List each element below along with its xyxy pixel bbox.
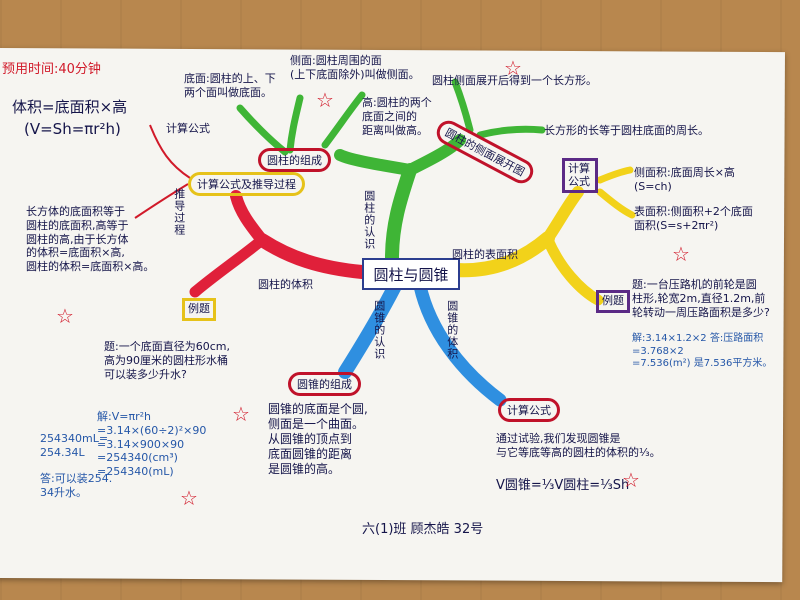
surface-calc-box: 计算公式 xyxy=(562,158,598,194)
cylinder-volume-formula-symbolic: (V=Sh=πr²h) xyxy=(24,120,121,138)
branch-green-t1 xyxy=(236,104,289,156)
star-icon: ☆ xyxy=(180,486,198,510)
central-topic: 圆柱与圆锥 xyxy=(362,258,460,290)
example-solution-right: 解:3.14×1.2×2 答:压路面积 =3.768×2 =7.536(m²) … xyxy=(632,333,773,369)
branch-yellow-down xyxy=(542,234,604,306)
cylinder-recognition-vertical: 圆柱的认识 xyxy=(362,190,376,250)
base-definition: 底面:圆柱的上、下 两个面叫做底面。 xyxy=(184,72,276,99)
branch-red-up xyxy=(230,190,268,246)
height-definition: 高:圆柱的两个 底面之间的 距离叫做高。 xyxy=(362,96,432,137)
branch-green-main xyxy=(385,163,417,265)
example-box-left: 例题 xyxy=(182,298,216,321)
calc-formula-label: 计算公式 xyxy=(166,122,210,135)
branch-green-t3 xyxy=(321,91,366,149)
star-icon: ☆ xyxy=(504,56,522,80)
branch-green-t5 xyxy=(476,125,546,139)
branch-green-left xyxy=(334,149,416,176)
branch-red-main xyxy=(255,233,369,279)
example-question-left: 题:一个底面直径为60cm, 高为90厘米的圆柱形水桶 可以装多少升水? xyxy=(104,340,230,381)
example-solution-left: 解:V=πr²h =3.14×(60÷2)²×90 =3.14×900×90 =… xyxy=(97,410,207,478)
branch-red-derive xyxy=(134,183,189,219)
derivation-vertical-label: 推导过程 xyxy=(172,188,186,236)
cylinder-volume-formula: 体积=底面积×高 xyxy=(12,98,128,116)
cylinder-volume-branch-label: 圆柱的体积 xyxy=(258,278,313,291)
branch-green-right xyxy=(404,134,466,176)
cone-volume-vertical: 圆锥的体积 xyxy=(445,300,459,360)
example-question-right: 题:一台压路机的前轮是圆 柱形,轮宽2m,直径1.2m,前 轮转动一周压路面积是… xyxy=(632,278,770,319)
branch-yellow-a xyxy=(596,166,634,184)
branch-red-calc xyxy=(149,124,191,179)
lateral-area-formula: 侧面积:底面周长×高 (S=ch) xyxy=(634,166,735,193)
branch-blue-right xyxy=(413,279,507,407)
header-time: 预用时间:40分钟 xyxy=(2,62,101,77)
cone-calc-box: 计算公式 xyxy=(498,398,560,422)
unfold-definition: 圆柱侧面展开后得到一个长方形。 xyxy=(432,74,597,87)
student-signature: 六(1)班 顾杰皓 32号 xyxy=(362,522,484,537)
cone-recognition-vertical: 圆锥的认识 xyxy=(372,300,386,360)
cone-volume-formula: V圆锥=⅓V圆柱=⅓Sh xyxy=(496,478,630,493)
cone-composition-box: 圆锥的组成 xyxy=(288,372,361,396)
branch-blue-main xyxy=(338,279,402,379)
star-icon: ☆ xyxy=(56,304,74,328)
star-icon: ☆ xyxy=(316,88,334,112)
derivation-box: 计算公式及推导过程 xyxy=(188,172,305,196)
branch-green-t4 xyxy=(451,78,474,134)
surface-area-branch-label: 圆柱的表面积 xyxy=(452,248,518,261)
branch-red-down xyxy=(189,234,268,298)
branch-yellow-b xyxy=(596,188,636,219)
rectangle-length-definition: 长方形的长等于圆柱底面的周长。 xyxy=(544,124,709,137)
branch-green-t2 xyxy=(286,94,304,154)
answer-left: 答:可以装254. 34升水。 xyxy=(40,472,113,499)
branch-yellow-main xyxy=(449,231,555,278)
star-icon: ☆ xyxy=(232,402,250,426)
star-icon: ☆ xyxy=(672,242,690,266)
star-icon: ☆ xyxy=(622,468,640,492)
example-box-right: 例题 xyxy=(596,290,630,313)
total-surface-formula: 表面积:侧面积+2个底面 面积(S=s+2πr²) xyxy=(634,205,753,232)
branch-yellow-up xyxy=(542,186,584,244)
cylinder-composition-box: 圆柱的组成 xyxy=(258,148,331,172)
cone-composition-text: 圆锥的底面是个圆, 侧面是一个曲面。 从圆锥的顶点到 底面圆锥的距离 是圆锥的高… xyxy=(268,402,368,476)
cone-volume-text: 通过试验,我们发现圆锥是 与它等底等高的圆柱的体积的⅓。 xyxy=(496,432,661,459)
derivation-text: 长方体的底面积等于 圆柱的底面积,高等于 圆柱的高,由于长方体 的体积=底面积×… xyxy=(26,205,155,273)
unit-conversion: 254340mL= 254.34L xyxy=(40,432,109,459)
lateral-definition: 侧面:圆柱周围的面 (上下底面除外)叫做侧面。 xyxy=(290,54,420,81)
